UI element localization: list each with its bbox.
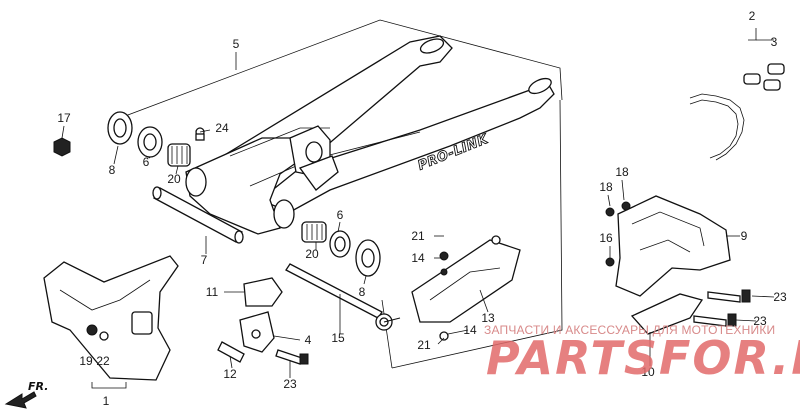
axle xyxy=(285,263,401,331)
callout-15: 15 xyxy=(331,331,345,345)
callout-8: 8 xyxy=(359,285,366,299)
callout-17: 17 xyxy=(57,111,71,125)
callout-20: 20 xyxy=(305,247,319,261)
adjuster-parts xyxy=(217,277,309,365)
callout-7: 7 xyxy=(201,253,208,267)
callout-8: 8 xyxy=(109,163,116,177)
callout-21: 21 xyxy=(417,338,431,352)
callout-2: 2 xyxy=(749,9,756,23)
front-direction-indicator: FR. xyxy=(4,380,48,409)
front-label: FR. xyxy=(28,380,48,393)
callout-13: 13 xyxy=(481,311,495,325)
chain-link-parts xyxy=(743,63,785,91)
callout-10: 10 xyxy=(641,365,655,379)
callout-12: 12 xyxy=(223,367,237,381)
callout-20: 20 xyxy=(167,172,181,186)
right-bearing-stack xyxy=(301,221,381,277)
callout-22: 22 xyxy=(96,354,110,368)
watermark: ЗАПЧАСТИ И АКСЕССУАРЫ ДЛЯ МОТОТЕХНИКИ PA… xyxy=(484,323,800,385)
callout-14: 14 xyxy=(463,323,477,337)
callout-18: 18 xyxy=(615,165,629,179)
callout-11: 11 xyxy=(206,285,219,299)
chain-case xyxy=(605,195,751,335)
swingarm: PRO-LINK xyxy=(185,35,555,235)
callout-23: 23 xyxy=(283,377,297,391)
callout-23: 23 xyxy=(753,314,767,328)
assembly-outline xyxy=(119,19,563,369)
callout-9: 9 xyxy=(741,229,748,243)
callout-21: 21 xyxy=(411,229,425,243)
chain-slider xyxy=(411,235,521,341)
callout-4: 4 xyxy=(305,333,312,347)
callout-23: 23 xyxy=(773,290,787,304)
callout-14: 14 xyxy=(411,251,425,265)
watermark-logo: PARTSFOR.RU xyxy=(486,331,800,385)
callout-6: 6 xyxy=(143,155,150,169)
chain-guard xyxy=(43,255,179,389)
watermark-tagline: ЗАПЧАСТИ И АКСЕССУАРЫ ДЛЯ МОТОТЕХНИКИ xyxy=(484,323,775,337)
callout-24: 24 xyxy=(215,121,229,135)
leader-lines xyxy=(61,52,775,378)
callout-18: 18 xyxy=(599,180,613,194)
callout-5: 5 xyxy=(233,37,240,51)
pivot-shaft xyxy=(152,186,244,244)
callout-1: 1 xyxy=(103,394,110,408)
left-bearing-stack xyxy=(53,111,205,167)
drive-chain xyxy=(689,28,785,161)
callout-6: 6 xyxy=(337,208,344,222)
callout-19: 19 xyxy=(79,354,93,368)
callout-3: 3 xyxy=(771,35,778,49)
arrow-left-icon xyxy=(4,391,37,409)
callout-16: 16 xyxy=(599,231,613,245)
